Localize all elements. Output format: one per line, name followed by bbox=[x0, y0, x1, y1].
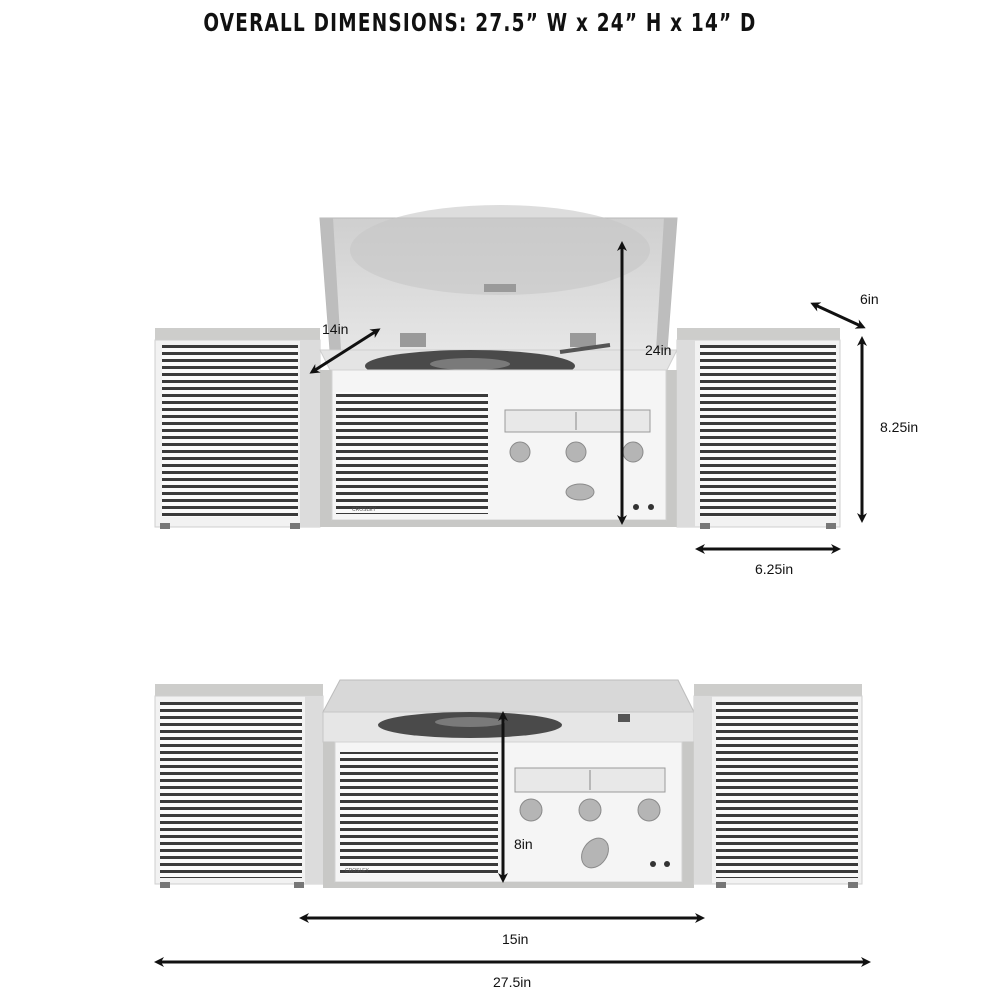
right-speaker-top bbox=[676, 328, 841, 529]
left-speaker-top bbox=[154, 328, 321, 529]
speaker-height-label-8.25in: 8.25in bbox=[880, 419, 919, 435]
console-height-label-8in: 8in bbox=[514, 836, 533, 852]
console-closed: CROSLEY bbox=[322, 679, 695, 888]
console-body-top: CROSLEY bbox=[319, 343, 678, 527]
overall-width-label-27.5in: 27.5in bbox=[493, 974, 532, 990]
left-speaker-bottom bbox=[154, 684, 324, 888]
speaker-width-label-6.25in: 6.25in bbox=[755, 561, 794, 577]
right-speaker-bottom bbox=[693, 684, 863, 888]
bottom-view-dimension-arrows bbox=[154, 711, 871, 967]
console-width-label-15in: 15in bbox=[502, 931, 529, 947]
height-label-24in: 24in bbox=[645, 342, 672, 358]
depth-arrow-14in bbox=[309, 328, 381, 374]
svg-text:CROSLEY: CROSLEY bbox=[352, 507, 377, 513]
top-view-dimension-arrows bbox=[309, 241, 867, 554]
overall-dimensions-title: OVERALL DIMENSIONS: 27.5” W x 24” H x 14… bbox=[203, 8, 757, 37]
bottom-view: CROSLEY bbox=[154, 679, 871, 967]
speaker-depth-label-6in: 6in bbox=[860, 291, 879, 307]
top-view: CROSLEY bbox=[154, 205, 867, 554]
svg-text:CROSLEY: CROSLEY bbox=[345, 868, 370, 874]
depth-label-14in: 14in bbox=[322, 321, 349, 337]
speaker-depth-arrow-6in bbox=[810, 302, 866, 329]
